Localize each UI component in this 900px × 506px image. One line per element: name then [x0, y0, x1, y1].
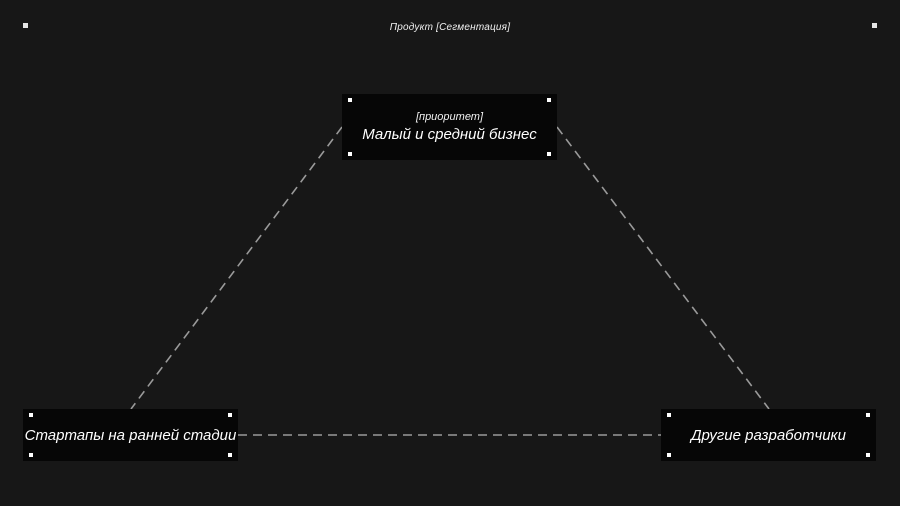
- node-corner-dot: [547, 152, 551, 156]
- priority-tag: [приоритет]: [415, 111, 484, 123]
- corner-mark-top-right: [872, 23, 877, 28]
- segment-label-smb: Малый и средний бизнес: [362, 126, 537, 143]
- node-corner-dot: [29, 413, 33, 417]
- page-title: Продукт [Сегментация]: [389, 22, 511, 33]
- node-corner-dot: [348, 152, 352, 156]
- node-corner-dot: [29, 453, 33, 457]
- node-corner-dot: [348, 98, 352, 102]
- node-corner-dot: [667, 413, 671, 417]
- connector-top-left: [130, 126, 343, 410]
- segment-label-startups: Стартапы на ранней стадии: [24, 426, 237, 444]
- corner-mark-top-left: [23, 23, 28, 28]
- node-corner-dot: [228, 413, 232, 417]
- node-corner-dot: [866, 413, 870, 417]
- node-corner-dot: [547, 98, 551, 102]
- node-corner-dot: [866, 453, 870, 457]
- connector-top-right: [556, 126, 770, 410]
- segment-label-developers: Другие разработчики: [691, 426, 846, 444]
- node-corner-dot: [228, 453, 232, 457]
- segment-node-smb: [приоритет] Малый и средний бизнес: [342, 94, 557, 160]
- segment-node-startups: Стартапы на ранней стадии: [23, 409, 238, 461]
- node-corner-dot: [667, 453, 671, 457]
- segment-node-developers: Другие разработчики: [661, 409, 876, 461]
